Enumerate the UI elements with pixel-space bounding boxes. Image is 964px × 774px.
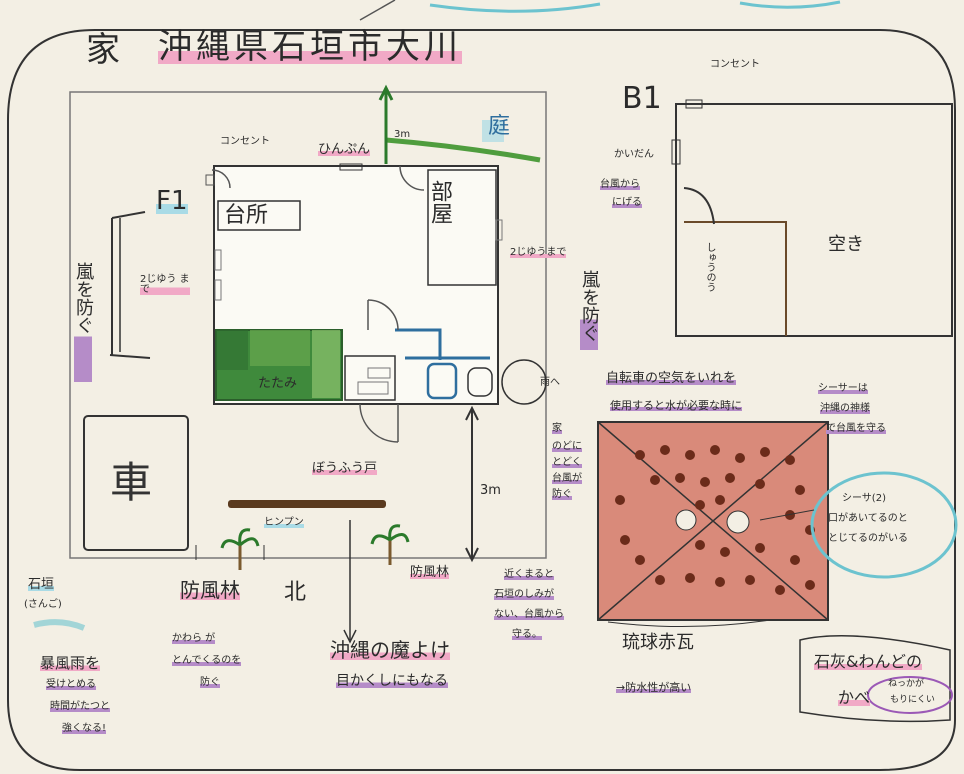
near-sea-1: 石垣のしみが (494, 589, 554, 600)
notes-right-1: のどに (552, 441, 582, 452)
notes-right-3: 台風が (552, 473, 582, 484)
arrow-3m-bottom: 3m (480, 483, 501, 498)
notes-right-2: とどく (552, 457, 582, 468)
wind-right-label: 嵐を防ぐ (579, 270, 600, 350)
b1-typhoon-0: 台風から (600, 179, 640, 190)
wind-screen-label: ひんぷん (318, 142, 371, 157)
shisa-bubble (810, 471, 958, 579)
note-2jiu-left: 2じゆう まで (140, 274, 190, 295)
car-parking (83, 415, 189, 551)
b1-label: B1 (622, 81, 662, 116)
tile-label: 琉球赤瓦 (622, 632, 694, 653)
b1-outlet-label: コンセント (710, 59, 760, 70)
okinawa-evil-label: 沖縄の魔よけ (330, 638, 450, 662)
wall-sub-1: もりにくい (890, 695, 935, 705)
near-sea-2: ない、台風から (494, 609, 564, 620)
sango-label: (さんご) (24, 599, 62, 610)
boufuurin-left: 防風林 (180, 578, 240, 602)
hinpun-wall (228, 500, 386, 508)
empty-label: 空き (828, 234, 864, 255)
kitchen-label: 台所 (224, 203, 269, 228)
shisa-1: 口があいてるのと (828, 513, 908, 524)
near-sea-3: 守る。 (512, 629, 542, 640)
room-label: 部屋 (427, 180, 452, 224)
basement-b1 (675, 103, 953, 337)
north-label: 北 (284, 580, 307, 605)
arrow-3m-label: 3m (394, 129, 411, 140)
shisa-2: とじてるのがいる (828, 533, 908, 544)
b1-typhoon-1: にげる (612, 197, 642, 208)
shisa-note-0: シーサーは (818, 383, 868, 394)
title-location: 沖縄県石垣市大川 (158, 27, 462, 67)
title-ie: 家 (86, 30, 124, 70)
shisa-0: シーサ(2) (842, 493, 886, 504)
typhoon-side-left: 嵐を防ぐ (73, 262, 94, 382)
kawara-1: とんでくるのを (172, 655, 242, 666)
wall-sub-0: ねっかが (888, 679, 925, 689)
tatami-label: たたみ (258, 376, 298, 391)
yard-label: 庭 (488, 114, 511, 139)
kawara-2: 防ぐ (200, 677, 220, 688)
wall-0: 石灰&わんどの (814, 652, 922, 671)
near-sea-0: 近くまると (504, 569, 554, 580)
use-note: 使用すると水が必要な時に (610, 399, 742, 412)
palm-tree-right (370, 524, 410, 565)
stone-label: 石垣 (28, 577, 55, 592)
boufuurin-right: 防風林 (410, 565, 450, 580)
yard-line (385, 137, 541, 163)
ame-label: 雨へ (540, 377, 560, 388)
palm-tree-left (220, 528, 260, 570)
shisa-note-1: 沖縄の神様 (820, 403, 870, 414)
f1-label: F1 (156, 186, 188, 216)
storm-2: 時間がたつと (50, 701, 110, 712)
aircon-note: 自転車の空気をいれを (606, 371, 737, 386)
wall-1: かべ (838, 688, 871, 707)
storm-0: 暴風雨を (40, 654, 101, 672)
notes-right-0: 家 (552, 423, 562, 434)
property-boundary (69, 91, 547, 559)
notes-right-4: 防ぐ (552, 489, 572, 500)
storage-label: しゅうのう (704, 242, 715, 292)
water-note: →防水性が高い (616, 681, 692, 694)
car-label: 車 (110, 458, 153, 507)
stairs-label: かいだん (614, 149, 654, 160)
hide-label: 目かくしにもなる (336, 673, 448, 689)
hinpun-label: ヒンプン (264, 517, 304, 528)
outlet-label-f1: コンセント (220, 136, 270, 147)
water-tank (501, 359, 547, 405)
storm-1: 受けとめる (46, 679, 96, 690)
storm-3: 強くなる! (62, 723, 107, 734)
red-tile-roof (597, 421, 829, 621)
shisa-note-2: で台風を守る (826, 423, 886, 434)
note-2jiu-right: 2じゆうまで (510, 247, 567, 258)
bofu-door-label: ぼうふう戸 (312, 461, 378, 476)
kawara-0: かわら が (172, 633, 216, 644)
outer-frame (7, 29, 956, 771)
